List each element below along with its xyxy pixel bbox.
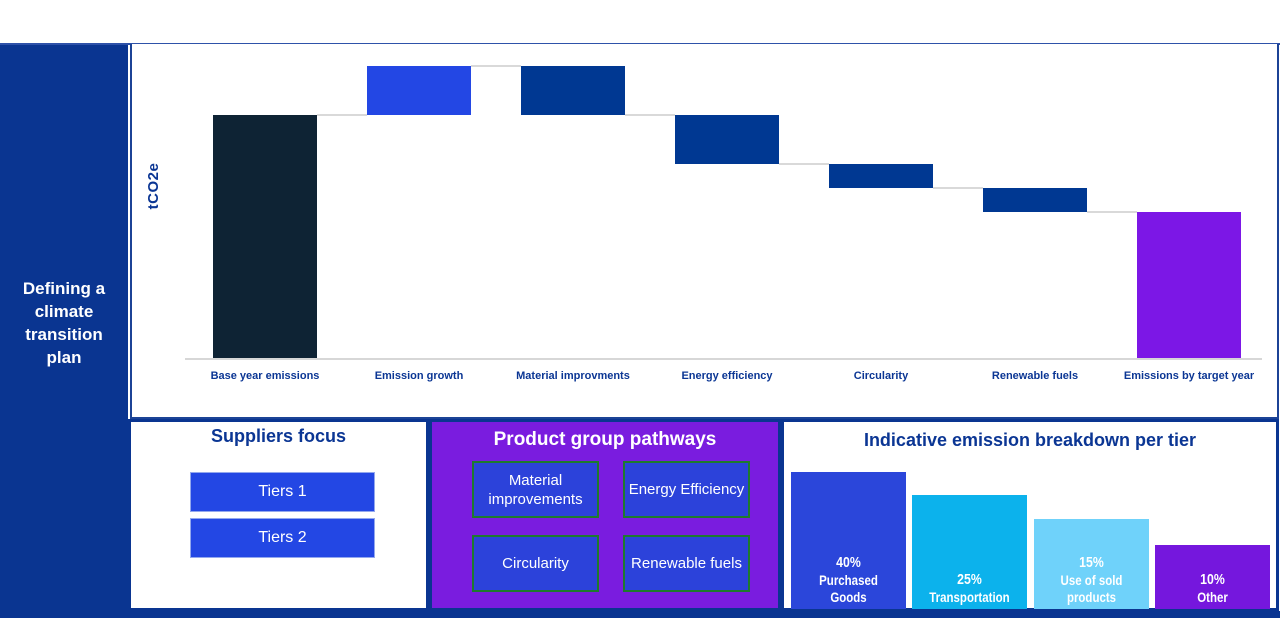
breakdown-bar-labels: 40%Purchased Goods xyxy=(801,554,895,606)
x-axis-label-emissions-by-target-year: Emissions by target year xyxy=(1123,370,1255,382)
suppliers-focus-panel: Suppliers focus xyxy=(128,419,429,611)
waterfall-bar-material-improvments xyxy=(521,66,625,115)
waterfall-bar-emissions-by-target-year xyxy=(1137,212,1241,358)
waterfall-bar-renewable-fuels xyxy=(983,188,1087,212)
waterfall-connector xyxy=(779,163,829,165)
button-renewable-fuels[interactable]: Renewable fuels xyxy=(623,535,750,592)
breakdown-bar-percent: 40% xyxy=(836,554,861,571)
breakdown-bar-category: Other xyxy=(1197,589,1228,605)
waterfall-connector xyxy=(471,65,521,67)
breakdown-bar-labels: 25%Transportation xyxy=(922,571,1016,606)
y-axis-label: tCO2e xyxy=(145,162,162,210)
slide-title: Defining a climate transition plan xyxy=(22,278,106,367)
breakdown-bar-percent: 15% xyxy=(1079,554,1104,571)
x-axis-label-base-year-emissions: Base year emissions xyxy=(210,370,320,382)
breakdown-bar-purchased-goods: 40%Purchased Goods xyxy=(791,472,906,609)
waterfall-connector xyxy=(933,187,983,189)
waterfall-bar-emission-growth xyxy=(367,66,471,115)
pathways-panel-title: Product group pathways xyxy=(493,429,717,450)
waterfall-bar-base-year-emissions xyxy=(213,115,317,358)
x-axis-label-renewable-fuels: Renewable fuels xyxy=(991,370,1079,382)
x-axis-line xyxy=(185,358,1262,360)
button-tiers-2[interactable]: Tiers 2 xyxy=(190,518,375,558)
waterfall-chart-panel xyxy=(130,44,1279,419)
x-axis-label-circularity: Circularity xyxy=(853,370,909,382)
footer-bar xyxy=(0,611,1280,618)
button-circularity[interactable]: Circularity xyxy=(472,535,599,592)
breakdown-bar-percent: 10% xyxy=(1200,571,1225,588)
breakdown-bar-percent: 25% xyxy=(957,571,982,588)
sidebar: Defining a climate transition plan xyxy=(0,45,128,618)
breakdown-bar-category: Use of sold products xyxy=(1060,572,1123,605)
breakdown-bar-labels: 15%Use of sold products xyxy=(1044,554,1138,606)
waterfall-connector xyxy=(625,114,675,116)
breakdown-bar-other: 10%Other xyxy=(1155,545,1270,609)
breakdown-bar-category: Transportation xyxy=(929,589,1010,605)
waterfall-connector xyxy=(317,114,367,116)
breakdown-bar-category: Purchased Goods xyxy=(819,572,878,605)
breakdown-bar-transportation: 25%Transportation xyxy=(912,495,1027,609)
waterfall-bar-circularity xyxy=(829,164,933,188)
button-energy-efficiency[interactable]: Energy Efficiency xyxy=(623,461,750,518)
suppliers-panel-title: Suppliers focus xyxy=(210,426,347,446)
button-tiers-1[interactable]: Tiers 1 xyxy=(190,472,375,512)
waterfall-connector xyxy=(1087,211,1137,213)
breakdown-panel-title: Indicative emission breakdown per tier xyxy=(863,430,1197,450)
breakdown-bar-labels: 10%Other xyxy=(1165,571,1259,606)
x-axis-label-energy-efficiency: Energy efficiency xyxy=(681,370,773,382)
button-material-improvements[interactable]: Material improvements xyxy=(472,461,599,518)
x-axis-label-material-improvments: Material improvments xyxy=(516,370,630,382)
x-axis-label-emission-growth: Emission growth xyxy=(374,370,464,382)
waterfall-bar-energy-efficiency xyxy=(675,115,779,164)
breakdown-bar-use-of-sold-products: 15%Use of sold products xyxy=(1034,519,1149,609)
